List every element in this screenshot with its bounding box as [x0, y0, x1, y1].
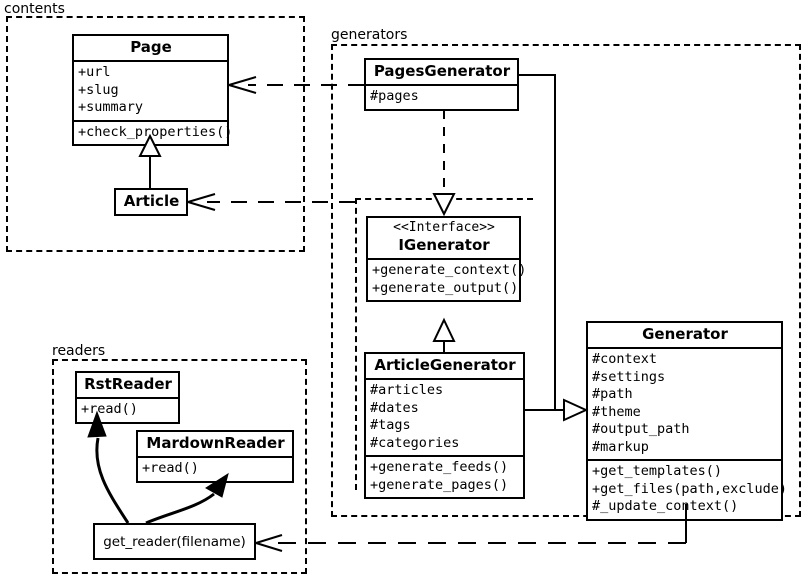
class-igenerator-label: IGenerator [398, 236, 490, 254]
class-page-operations: +check_properties() [74, 119, 233, 145]
class-article-generator-name: ArticleGenerator [374, 356, 516, 374]
package-boundary-contents [6, 16, 305, 252]
operation: +read() [81, 401, 138, 417]
class-igenerator-name: <<Interface>> IGenerator [368, 218, 519, 258]
attribute: #path [592, 386, 633, 402]
class-mardown-reader[interactable]: MardownReader +read() [136, 430, 294, 483]
package-label-generators: generators [331, 27, 408, 43]
package-label-readers: readers [52, 343, 106, 359]
class-article-generator-operations: +generate_feeds() +generate_pages() [366, 455, 523, 497]
attribute: #markup [592, 438, 649, 455]
attribute: +slug [78, 81, 119, 98]
attribute: #output_path [592, 421, 690, 437]
class-pages-generator-attributes: #pages [366, 84, 517, 109]
class-pages-generator[interactable]: PagesGenerator #pages [364, 58, 519, 111]
class-mardown-reader-name: MardownReader [146, 434, 285, 452]
class-generator[interactable]: Generator #context #settings #path #them… [586, 321, 788, 521]
attribute: #theme [592, 403, 641, 420]
operation: #_update_context() [592, 498, 739, 514]
class-generator-name: Generator [642, 325, 728, 343]
operation: +generate_context() [372, 262, 527, 278]
class-article-name: Article [123, 192, 180, 210]
operation: +generate_feeds() [370, 459, 509, 475]
package-label-contents: contents [4, 1, 65, 17]
attribute: #categories [370, 434, 460, 451]
class-generator-operations: +get_templates() +get_files(path,exclude… [588, 459, 788, 519]
class-pages-generator-name: PagesGenerator [373, 62, 511, 80]
class-igenerator-operations: +generate_context() +generate_output() [368, 258, 527, 300]
class-article-generator-attributes: #articles #dates #tags #categories [366, 378, 523, 455]
class-page-attributes: +url +slug +summary [74, 60, 227, 120]
package-boundary-readers [52, 359, 307, 574]
class-page-name: Page [130, 38, 172, 56]
operation: +generate_output() [372, 279, 519, 296]
operation: +get_templates() [592, 463, 723, 479]
function-get-reader-label: get_reader(filename) [103, 533, 246, 550]
package-boundary-generators [331, 44, 801, 517]
attribute: #context [592, 351, 658, 367]
attribute: #settings [592, 368, 666, 385]
class-igenerator-stereotype: <<Interface>> [393, 220, 495, 235]
class-igenerator[interactable]: <<Interface>> IGenerator +generate_conte… [366, 216, 527, 302]
class-mardown-reader-operations: +read() [138, 456, 292, 481]
operation: +check_properties() [78, 123, 233, 140]
attribute: #tags [370, 417, 411, 433]
attribute: #dates [370, 399, 419, 416]
attribute: #pages [370, 88, 419, 104]
class-article[interactable]: Article [114, 188, 188, 216]
class-article-generator[interactable]: ArticleGenerator #articles #dates #tags … [364, 352, 525, 499]
class-rst-reader[interactable]: RstReader +read() [75, 371, 180, 424]
attribute: #articles [370, 382, 444, 398]
operation: +get_files(path,exclude) [592, 480, 788, 497]
class-rst-reader-name: RstReader [84, 375, 172, 393]
class-page[interactable]: Page +url +slug +summary +check_properti… [72, 34, 233, 146]
attribute: +url [78, 64, 111, 80]
operation: +read() [142, 460, 199, 476]
operation: +generate_pages() [370, 476, 509, 493]
class-generator-attributes: #context #settings #path #theme #output_… [588, 347, 781, 459]
attribute: +summary [78, 99, 144, 115]
function-get-reader[interactable]: get_reader(filename) [93, 523, 256, 560]
class-rst-reader-operations: +read() [77, 397, 178, 422]
